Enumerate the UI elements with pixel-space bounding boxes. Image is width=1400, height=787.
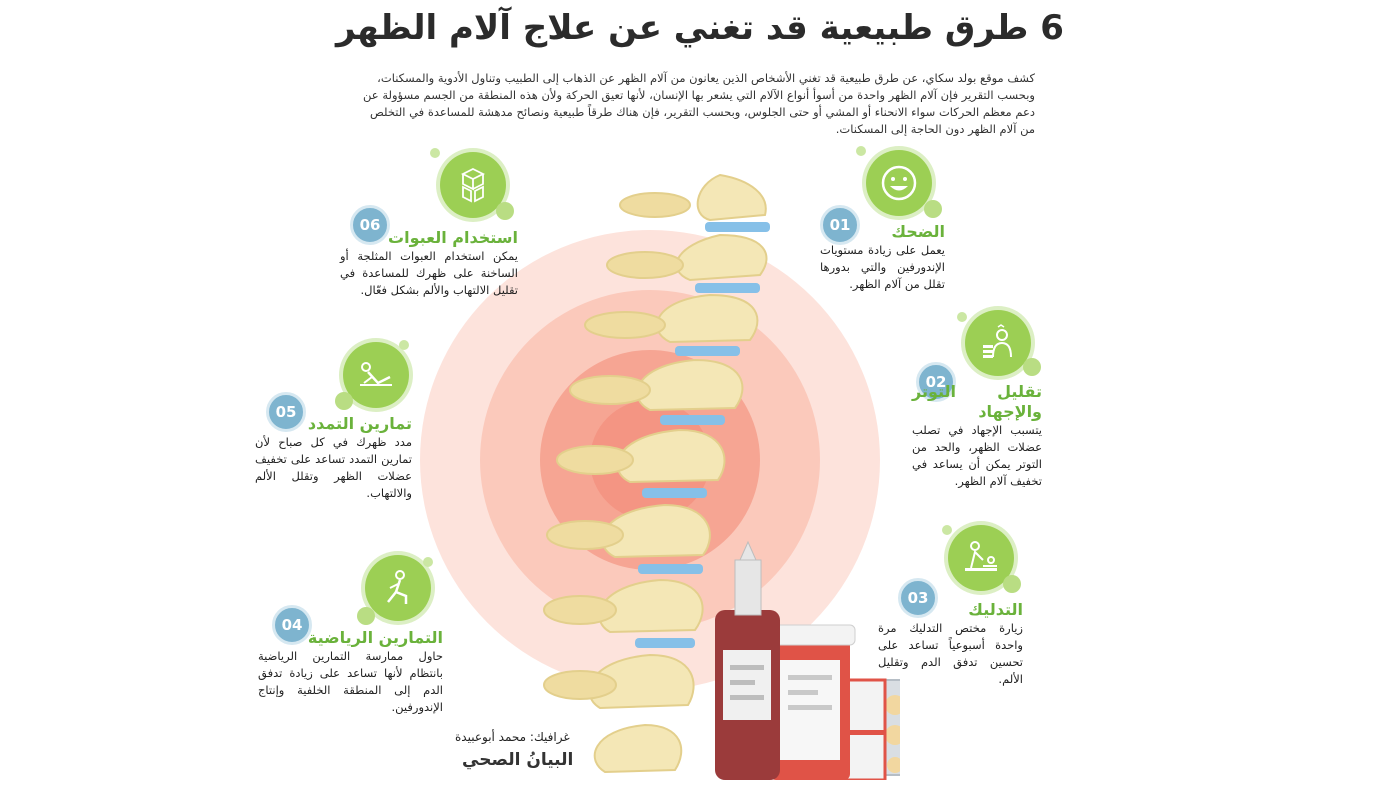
- intro-paragraph: كشف موقع بولد سكاي، عن طرق طبيعية قد تغن…: [363, 71, 1035, 136]
- tip-massage: التدليك زيارة مختص التدليك مرة واحدة أسب…: [878, 600, 1023, 688]
- item-number-02: 02: [916, 362, 956, 402]
- tip-stress-reduction: تقليل التوتر والإجهاد يتسبب الإجهاد في ت…: [912, 382, 1042, 490]
- tip-laughing: الضحك يعمل على زيادة مستويات الإندورفين …: [820, 222, 945, 293]
- publisher-logo: البيانُ الصحي: [462, 750, 574, 770]
- tip-title: التدليك: [968, 600, 1023, 619]
- laughing-face-icon: [856, 146, 942, 218]
- tip-title: استخدام العبوات: [388, 228, 518, 247]
- tip-title: الضحك: [891, 222, 945, 241]
- item-number-04: 04: [272, 605, 312, 645]
- medicine-group: [715, 540, 900, 780]
- page-title: 6 طرق طبيعية قد تغني عن علاج آلام الظهر: [336, 8, 1064, 48]
- spinal-processes: [543, 192, 691, 700]
- spine-illustration: [420, 173, 900, 780]
- stressed-worker-icon: [957, 310, 1041, 376]
- tip-text: يمكن استخدام العبوات المثلجة أو الساخنة …: [340, 249, 518, 297]
- exercise-icon: [357, 555, 433, 625]
- item-number-03: 03: [898, 578, 938, 618]
- item-number-01: 01: [820, 205, 860, 245]
- item-number-05: 05: [266, 392, 306, 432]
- tip-text: زيارة مختص التدليك مرة واحدة أسبوعياً تس…: [878, 621, 1023, 686]
- spine-vertebrae: [588, 173, 770, 774]
- tip-title: تقليل التوتر والإجهاد: [912, 382, 1042, 421]
- tip-title: التمارين الرياضية: [307, 628, 443, 647]
- tip-exercise: التمارين الرياضية حاول ممارسة التمارين ا…: [258, 628, 443, 716]
- tip-text: يتسبب الإجهاد في تصلب عضلات الظهر، والحد…: [912, 423, 1042, 488]
- graphic-credit: غرافيك: محمد أبوعبيدة: [455, 730, 570, 744]
- stretching-icon: [335, 340, 409, 410]
- tip-text: حاول ممارسة التمارين الرياضية بانتظام لأ…: [258, 649, 443, 714]
- massage-icon: [942, 525, 1021, 593]
- item-number-06: 06: [350, 205, 390, 245]
- tip-text: يعمل على زيادة مستويات الإندورفين والتي …: [820, 243, 945, 291]
- tip-text: مدد ظهرك في كل صباح لأن تمارين التمدد تس…: [255, 435, 412, 500]
- tip-packs: استخدام العبوات يمكن استخدام العبوات الم…: [340, 228, 518, 299]
- ice-cubes-icon: [430, 148, 514, 220]
- tip-title: تمارين التمدد: [307, 414, 412, 433]
- tip-stretching: تمارين التمدد مدد ظهرك في كل صباح لأن تم…: [255, 414, 412, 502]
